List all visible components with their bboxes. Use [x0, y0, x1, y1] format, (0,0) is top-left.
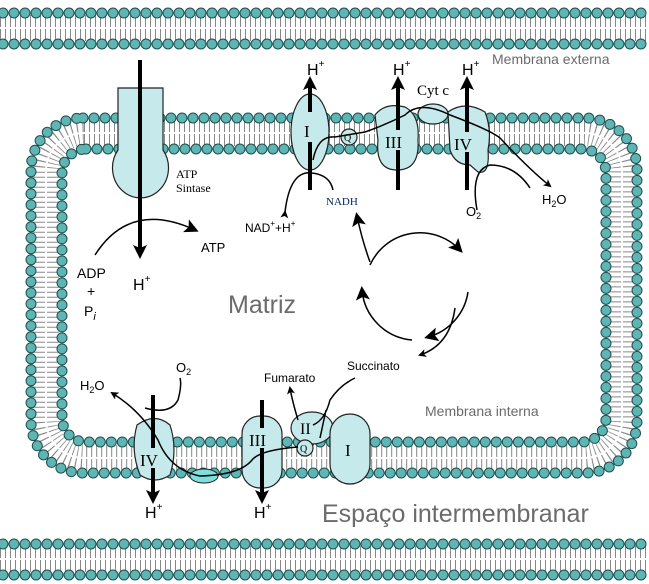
succinato-label: Succinato — [347, 359, 400, 373]
pi-label: Pi — [84, 303, 96, 323]
atp-synthase-label-2: Sintase — [176, 181, 211, 195]
svg-text:H+: H+ — [307, 59, 325, 79]
bottom-complexes: Q IV III II I H+ H+ H2O O2 Fumarato Succ… — [80, 359, 400, 522]
complex-I-label: I — [304, 122, 310, 141]
cyt-c-label: Cyt c — [417, 83, 449, 99]
h2o-top-label: H2O — [542, 192, 567, 209]
top-complexes: Q I III IV H+ H+ H+ Cyt c NADH NAD++H+ H… — [245, 59, 567, 235]
h2o-bottom-label: H2O — [80, 378, 105, 395]
o2-bottom-label: O2 — [176, 360, 191, 377]
svg-text:III: III — [249, 431, 266, 450]
nad-label: NAD++H+ — [245, 219, 296, 235]
fumarato-label: Fumarato — [264, 371, 316, 385]
svg-text:Q: Q — [300, 444, 308, 455]
svg-text:H+: H+ — [393, 59, 411, 79]
krebs-cycle — [352, 212, 469, 357]
complex-IV-label: IV — [454, 135, 473, 154]
atp-synthase-label-1: ATP — [176, 167, 198, 181]
intermembrane-space-label: Espaço intermembranar — [322, 500, 589, 528]
svg-text:I: I — [345, 441, 351, 460]
complex-III-label: III — [385, 133, 402, 152]
plus-label: + — [87, 283, 95, 299]
adp-label: ADP — [77, 265, 106, 281]
atp-synthase: ATP Sintase ATP ADP + Pi H+ — [77, 60, 225, 323]
outer-membrane-bottom — [0, 538, 649, 581]
svg-text:H+: H+ — [145, 502, 163, 522]
outer-membrane-label: Membrana externa — [492, 51, 610, 67]
outer-membrane-top — [0, 7, 649, 50]
inner-membrane-label: Membrana interna — [425, 403, 539, 419]
svg-text:IV: IV — [140, 451, 159, 470]
matrix-label: Matriz — [228, 291, 296, 319]
svg-text:H+: H+ — [254, 502, 272, 522]
nadh-label: NADH — [326, 196, 358, 208]
q-top — [340, 128, 358, 146]
proton-label: H+ — [133, 274, 151, 294]
q-bottom — [296, 439, 314, 457]
atp-label: ATP — [201, 240, 225, 255]
svg-text:H+: H+ — [462, 59, 480, 79]
complex-I-bottom — [329, 413, 371, 485]
o2-top-label: O2 — [466, 204, 481, 221]
svg-text:Q: Q — [344, 133, 352, 144]
svg-text:II: II — [300, 421, 311, 438]
